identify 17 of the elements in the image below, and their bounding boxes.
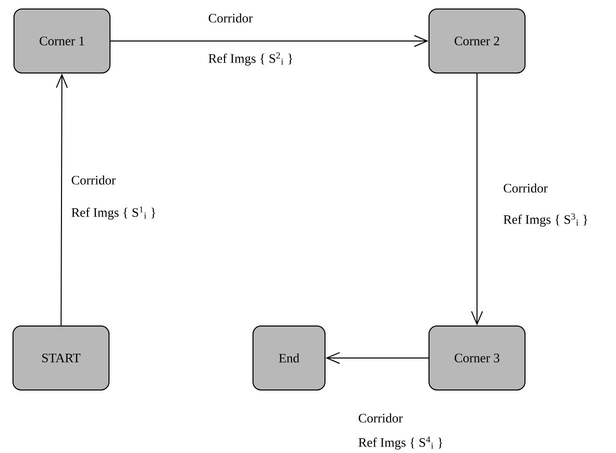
state-box: Corner 1	[14, 8, 110, 74]
reference-label: Ref Imgs { S$^{3}$$_{i}$ }	[504, 213, 588, 227]
state-box: End	[252, 326, 326, 390]
edge-label: Corridor	[72, 175, 116, 185]
reference-label: Ref Imgs { S$^{1}$$_{i}$ }	[72, 206, 156, 220]
state-box: START	[12, 326, 110, 390]
edge-label: Corridor	[504, 183, 548, 193]
reference-label: Ref Imgs { S$^{4}$$_{i}$ }	[358, 436, 442, 450]
arrow	[110, 35, 428, 47]
state-box: Corner 2	[428, 8, 526, 74]
edge-label: Corridor	[358, 413, 403, 423]
arrow	[56, 74, 68, 326]
arrow	[326, 352, 429, 364]
arrow	[471, 73, 483, 326]
state-box: Corner 3	[428, 326, 526, 390]
edge-label: Corridor	[208, 13, 253, 23]
reference-label: Ref Imgs { S$^{2}$$_{i}$ }	[208, 52, 292, 66]
